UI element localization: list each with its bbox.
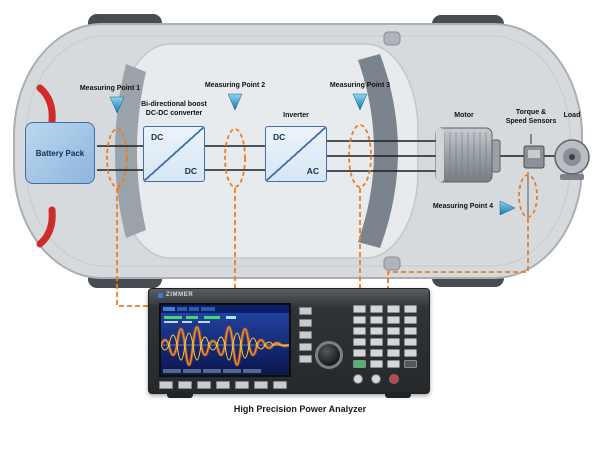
battery-pack-box: Battery Pack [25,122,95,184]
analyzer-key [370,305,383,313]
load-label: Load [563,112,581,119]
analyzer-key [299,331,312,339]
analyzer-key [371,374,381,384]
analyzer-key [216,381,230,389]
analyzer-key [235,381,249,389]
marker-triangle-1 [109,96,125,114]
analyzer-key [387,349,400,357]
inverter-title: Inverter [283,112,309,119]
side-mirror-icon [383,31,401,271]
analyzer-key [404,316,417,324]
power-button-icon [389,374,399,384]
analyzer-waveform [161,305,289,375]
analyzer-caption: High Precision Power Analyzer [233,404,367,414]
analyzer-key [370,360,383,368]
marker-triangle-4 [499,200,516,216]
rear-window [115,64,146,238]
analyzer-foot [167,392,193,398]
marker-triangle-3 [352,93,368,111]
measuring-ellipse-1 [106,128,128,188]
zimmer-logo-icon [158,292,163,298]
analyzer-key [353,374,363,384]
analyzer-key [197,381,211,389]
marker-triangle-2 [227,93,243,111]
analyzer-key [370,338,383,346]
analyzer-key [353,327,366,335]
torque-speed-sensors-label: Torque & Speed Sensors [505,109,557,126]
power-analyzer: ZIMMER [148,288,430,398]
dcdc-top-port-label: DC [151,132,164,142]
analyzer-key [370,349,383,357]
analyzer-key [370,327,383,335]
analyzer-key [353,316,366,324]
analyzer-key [387,360,400,368]
tail-light-icon [36,84,56,248]
analyzer-key [404,338,417,346]
load-graphic [554,139,590,180]
motor-graphic [435,127,501,183]
converter-diagonal [144,127,204,181]
analyzer-round-buttons [353,374,399,384]
analyzer-key [353,349,366,357]
analyzer-brand: ZIMMER [158,292,193,298]
measuring-point-2-label: Measuring Point 2 [204,82,266,89]
analyzer-key [387,338,400,346]
analyzer-key [178,381,192,389]
windshield [358,54,398,248]
analyzer-key [387,316,400,324]
measuring-ellipse-3 [348,124,372,188]
analyzer-side-keys [299,307,312,363]
analyzer-key [404,327,417,335]
inverter-box: DC AC [265,126,327,182]
dcdc-bottom-port-label: DC [184,166,197,176]
analyzer-key [404,360,417,368]
analyzer-keypad [353,305,417,368]
dcdc-converter-box: DC DC [143,126,205,182]
measure-lead-1 [116,188,150,307]
inverter-ac-port-label: AC [306,166,319,176]
analyzer-foot [385,392,411,398]
analyzer-key [299,307,312,315]
analyzer-key [387,305,400,313]
analyzer-key [159,381,173,389]
analyzer-key [254,381,268,389]
measuring-ellipse-4 [518,174,538,218]
analyzer-softkey-row [159,381,291,389]
analyzer-key [404,305,417,313]
measuring-point-3-label: Measuring Point 3 [329,82,391,89]
analyzer-key [299,355,312,363]
measuring-point-4-label: Measuring Point 4 [432,203,494,210]
converter-diagonal [266,127,326,181]
battery-pack-label: Battery Pack [35,148,85,158]
analyzer-key [404,349,417,357]
measuring-ellipse-2 [224,128,246,188]
analyzer-screen [159,303,291,377]
analyzer-key [387,327,400,335]
torque-speed-sensor-graphic [523,145,545,169]
measure-lead-4 [387,218,529,292]
motor-label: Motor [454,112,474,119]
analyzer-key [273,381,287,389]
measuring-point-1-label: Measuring Point 1 [79,85,141,92]
inverter-dc-port-label: DC [273,132,286,142]
analyzer-key [353,338,366,346]
analyzer-key [370,316,383,324]
analyzer-key [299,319,312,327]
analyzer-rotary-knob [315,341,343,369]
analyzer-key [299,343,312,351]
analyzer-key [353,360,366,368]
analyzer-key [353,305,366,313]
dcdc-converter-title: Bi-directional boost DC-DC converter [141,101,207,118]
